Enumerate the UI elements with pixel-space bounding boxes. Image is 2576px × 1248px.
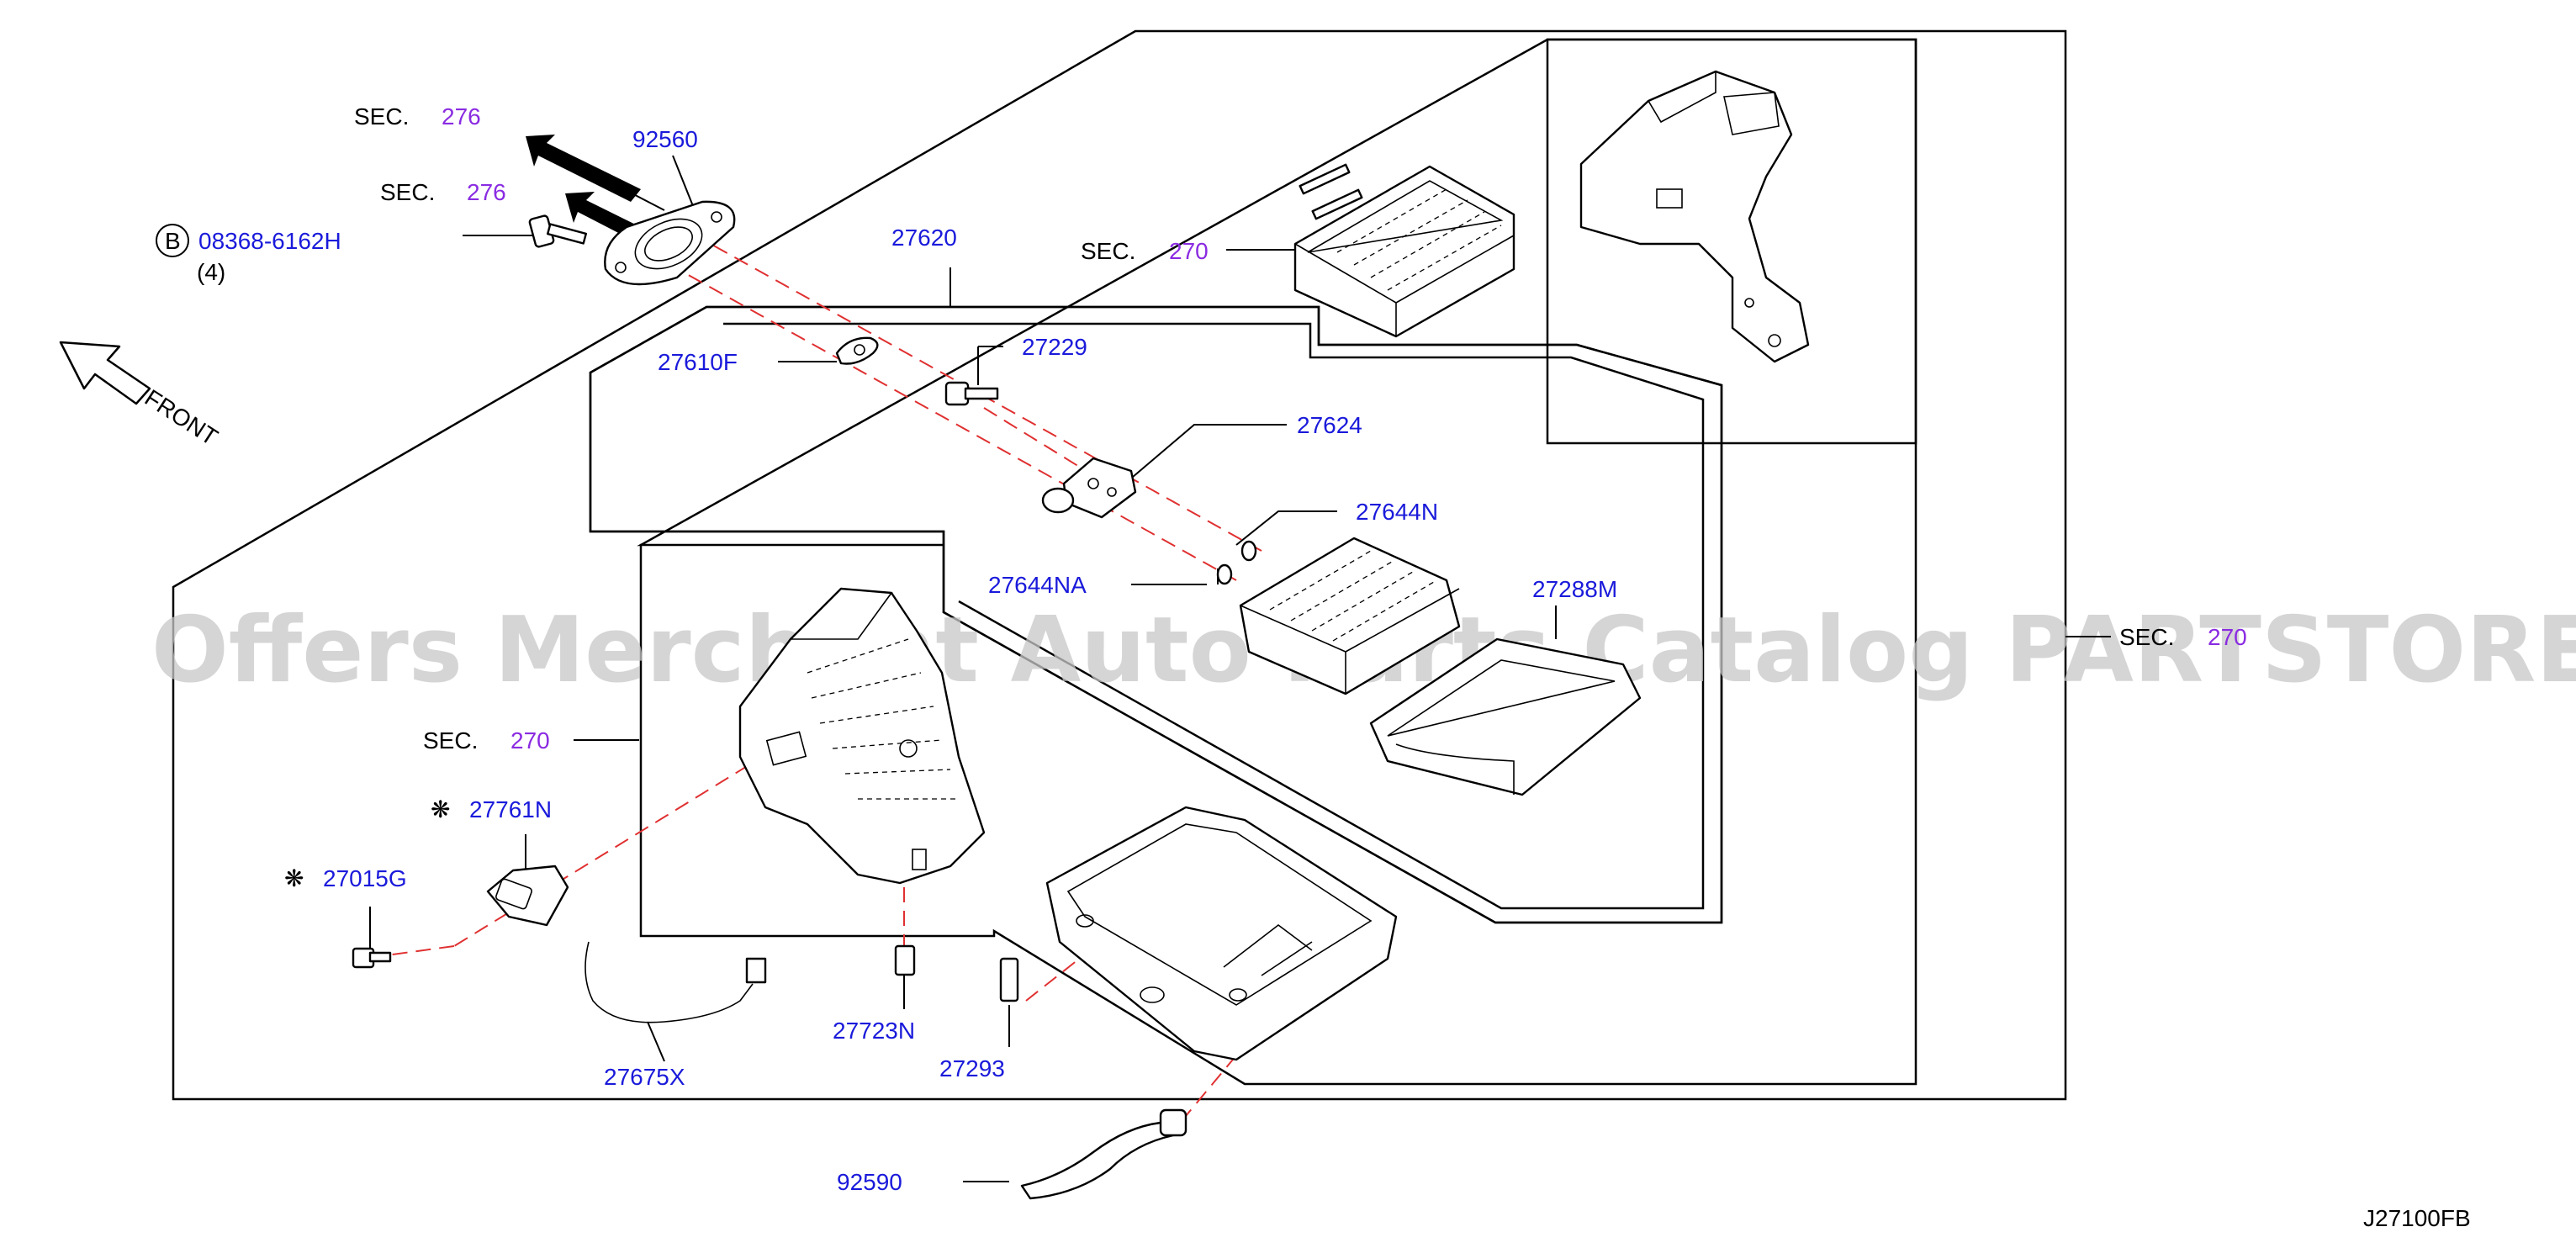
svg-text:SEC.: SEC. xyxy=(354,103,409,130)
svg-text:(4): (4) xyxy=(197,259,225,285)
part-duct-assembly xyxy=(1579,70,1810,363)
callout-27015G: ❋ 27015G xyxy=(284,865,407,891)
callout-92560: 92560 xyxy=(632,126,698,152)
asterisk-mark-icon: ❋ xyxy=(284,865,304,891)
part-evaporator xyxy=(1239,537,1461,695)
svg-text:SEC.: SEC. xyxy=(2119,624,2174,650)
svg-text:SEC.: SEC. xyxy=(1081,238,1135,264)
part-92560-flange xyxy=(604,200,736,286)
part-27761N-actuator xyxy=(486,865,569,927)
callout-27761N: ❋ 27761N xyxy=(431,796,552,822)
callout-27288M: 27288M xyxy=(1532,576,1617,602)
callout-27229: 27229 xyxy=(1022,334,1087,360)
part-27610F-gasket xyxy=(835,336,879,365)
front-label: FRONT xyxy=(140,384,223,451)
part-27293-clip xyxy=(999,957,1019,1002)
part-27644N-oring xyxy=(1240,540,1257,562)
svg-text:SEC.: SEC. xyxy=(380,179,435,205)
svg-text:B: B xyxy=(165,228,181,254)
asterisk-mark-icon: ❋ xyxy=(431,796,450,822)
callout-27610F: 27610F xyxy=(658,349,738,375)
callout-27723N: 27723N xyxy=(833,1018,915,1044)
part-heater-core xyxy=(1293,163,1515,338)
part-27723N-sensor xyxy=(894,944,916,976)
callout-sec-276-a: SEC. 276 xyxy=(354,103,481,130)
part-27015G-screw xyxy=(352,947,392,969)
callout-bolt-08368: B 08368-6162H (4) xyxy=(156,224,341,285)
part-27624-valve xyxy=(1041,457,1137,519)
outer-assembly-frame xyxy=(172,29,2067,1101)
duct-inset-frame xyxy=(1546,38,1917,445)
svg-text:276: 276 xyxy=(442,103,481,130)
svg-text:27015G: 27015G xyxy=(323,865,407,891)
part-lower-case xyxy=(1045,806,1398,1061)
callout-27620: 27620 xyxy=(891,225,957,251)
callout-sec-270-right: SEC. 270 xyxy=(2119,624,2247,650)
part-27675X-harness xyxy=(584,941,767,1023)
callout-sec-276-b: SEC. 276 xyxy=(380,179,506,205)
part-heater-case xyxy=(738,587,986,885)
svg-text:SEC.: SEC. xyxy=(423,727,478,754)
callout-sec-270-mid: SEC. 270 xyxy=(423,727,550,754)
svg-text:270: 270 xyxy=(510,727,550,754)
callout-27644NA: 27644NA xyxy=(988,572,1087,598)
part-bolt-08368 xyxy=(528,214,588,248)
part-27229-screw xyxy=(944,381,999,406)
evaporator-inner-frame xyxy=(723,322,1705,910)
svg-text:08368-6162H: 08368-6162H xyxy=(198,228,341,254)
callout-sec-270-top: SEC. 270 xyxy=(1081,238,1209,264)
svg-text:270: 270 xyxy=(2208,624,2247,650)
part-27288M-seal xyxy=(1369,637,1642,796)
part-92590-drain-hose xyxy=(1020,1108,1187,1200)
diagram-code: J27100FB xyxy=(2363,1205,2471,1231)
front-arrow-icon xyxy=(59,341,151,405)
svg-text:27761N: 27761N xyxy=(469,796,552,822)
callout-27293: 27293 xyxy=(939,1055,1005,1081)
part-27644NA-oring xyxy=(1216,563,1233,585)
callout-27624: 27624 xyxy=(1297,412,1362,438)
callout-27675X: 27675X xyxy=(604,1064,685,1090)
callout-92590: 92590 xyxy=(837,1169,902,1195)
callout-27644N: 27644N xyxy=(1356,499,1438,525)
svg-text:270: 270 xyxy=(1169,238,1209,264)
svg-text:276: 276 xyxy=(467,179,506,205)
evaporator-frame xyxy=(589,305,1723,924)
